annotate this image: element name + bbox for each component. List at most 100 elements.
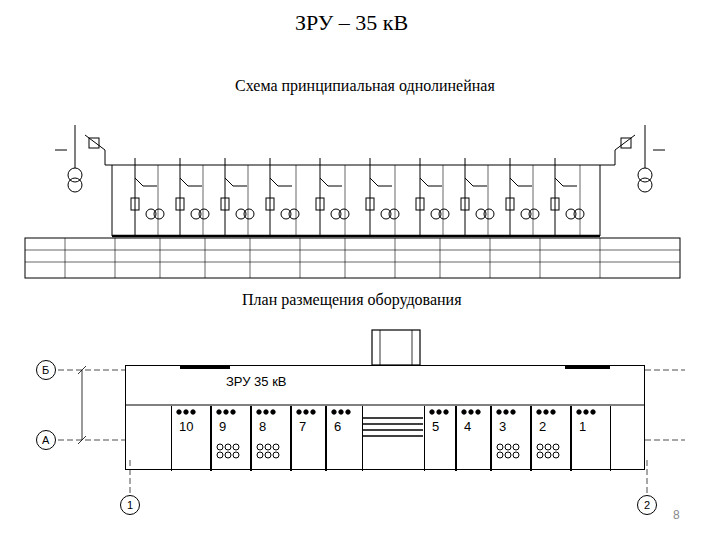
table-rule: [490, 238, 491, 278]
switchgear-cell: 5: [424, 406, 456, 471]
wire: [428, 186, 442, 187]
breaker-symbol: [316, 198, 324, 210]
equipment-dot: [577, 410, 581, 414]
axis-line: [645, 440, 685, 441]
cable-terminal: [553, 452, 559, 458]
ct-symbol: [289, 209, 299, 219]
cable-terminal: [265, 444, 271, 450]
wire: [75, 125, 76, 168]
dimension-tick: [78, 366, 86, 374]
breaker-symbol: [176, 198, 184, 210]
switch-symbol: [85, 135, 105, 150]
busbar-link: [362, 429, 423, 430]
switch-symbol: [135, 178, 143, 186]
cable-terminal: [273, 452, 279, 458]
wire: [615, 150, 616, 165]
cell-divider: [488, 165, 489, 236]
equipment-dot: [297, 410, 301, 414]
page-number: 8: [673, 508, 680, 522]
breaker-symbol: [221, 198, 229, 210]
feeder-wire: [320, 158, 321, 236]
ct-symbol: [339, 209, 349, 219]
equipment-dot: [224, 410, 228, 414]
ct-symbol: [574, 209, 584, 219]
cable-terminal: [545, 452, 551, 458]
transformer-winding: [638, 178, 652, 192]
ground-symbol: [653, 150, 665, 151]
ct-symbol: [529, 209, 539, 219]
feeder-wire: [555, 158, 556, 236]
breaker-symbol: [131, 198, 139, 210]
switchgear-cell: 1: [571, 406, 611, 471]
switchgear-cell: 2: [531, 406, 571, 471]
axis-bubble: 2: [637, 495, 657, 515]
switchgear-cell: 6: [326, 406, 363, 471]
equipment-dot: [177, 410, 181, 414]
panel-frame: [600, 165, 601, 236]
cell-number: 7: [299, 419, 306, 434]
ct-symbol: [244, 209, 254, 219]
table-rule: [25, 250, 680, 251]
wire: [105, 150, 106, 165]
dimension-line: [82, 370, 83, 440]
cell-divider: [158, 165, 159, 236]
feeder-wire: [510, 158, 511, 236]
cable-terminal: [553, 444, 559, 450]
dimension-tick: [78, 436, 86, 444]
table-rule: [25, 262, 680, 263]
switch-symbol: [225, 178, 233, 186]
switch-symbol: [615, 135, 635, 150]
equipment-dot: [591, 410, 595, 414]
equipment-dot: [339, 410, 343, 414]
section-heading: План размещения оборудования: [242, 291, 462, 309]
axis-line: [130, 460, 131, 495]
cable-terminal: [545, 444, 551, 450]
table-rule: [440, 238, 441, 278]
equipment-dot: [430, 410, 434, 414]
cell-number: 9: [219, 419, 226, 434]
switchgear-cell: 9: [211, 406, 251, 471]
wire: [143, 186, 157, 187]
cable-terminal: [505, 452, 511, 458]
equipment-dot: [264, 410, 268, 414]
busbar: [112, 165, 600, 166]
switchgear-cell: 8: [251, 406, 291, 471]
equipment-dot: [584, 410, 588, 414]
table-rule: [65, 238, 66, 278]
table-frame: [25, 238, 680, 278]
wire: [600, 165, 615, 166]
cable-terminal: [233, 444, 239, 450]
cell-divider: [296, 165, 297, 236]
breaker-symbol: [551, 198, 559, 210]
ct-symbol: [389, 209, 399, 219]
cable-terminal: [217, 444, 223, 450]
cell-divider: [345, 165, 346, 236]
switch-symbol: [180, 178, 188, 186]
ground-symbol: [55, 150, 67, 151]
cell-number: 8: [259, 419, 266, 434]
disconnector-symbol: [621, 138, 631, 148]
feeder-wire: [420, 158, 421, 236]
axis-line: [58, 440, 125, 441]
switch-symbol: [270, 178, 278, 186]
cell-divider: [580, 165, 581, 236]
page-title: ЗРУ – 35 кВ: [295, 10, 408, 36]
axis-bubble: Б: [36, 360, 56, 380]
cell-number: 2: [539, 419, 546, 434]
cell-divider: [203, 165, 204, 236]
cable-terminal: [233, 452, 239, 458]
passage-outline: [372, 330, 420, 365]
feeder-wire: [135, 158, 136, 236]
feeder-wire: [270, 158, 271, 236]
table-rule: [345, 238, 346, 278]
ct-symbol: [154, 209, 164, 219]
equipment-dot: [497, 410, 501, 414]
main-busbar: [112, 235, 600, 238]
table-rule: [160, 238, 161, 278]
cell-number: 10: [179, 419, 193, 434]
equipment-dot: [504, 410, 508, 414]
equipment-dot: [184, 410, 188, 414]
cable-terminal: [537, 452, 543, 458]
switch-symbol: [465, 178, 473, 186]
switchgear-cell: 3: [491, 406, 531, 471]
